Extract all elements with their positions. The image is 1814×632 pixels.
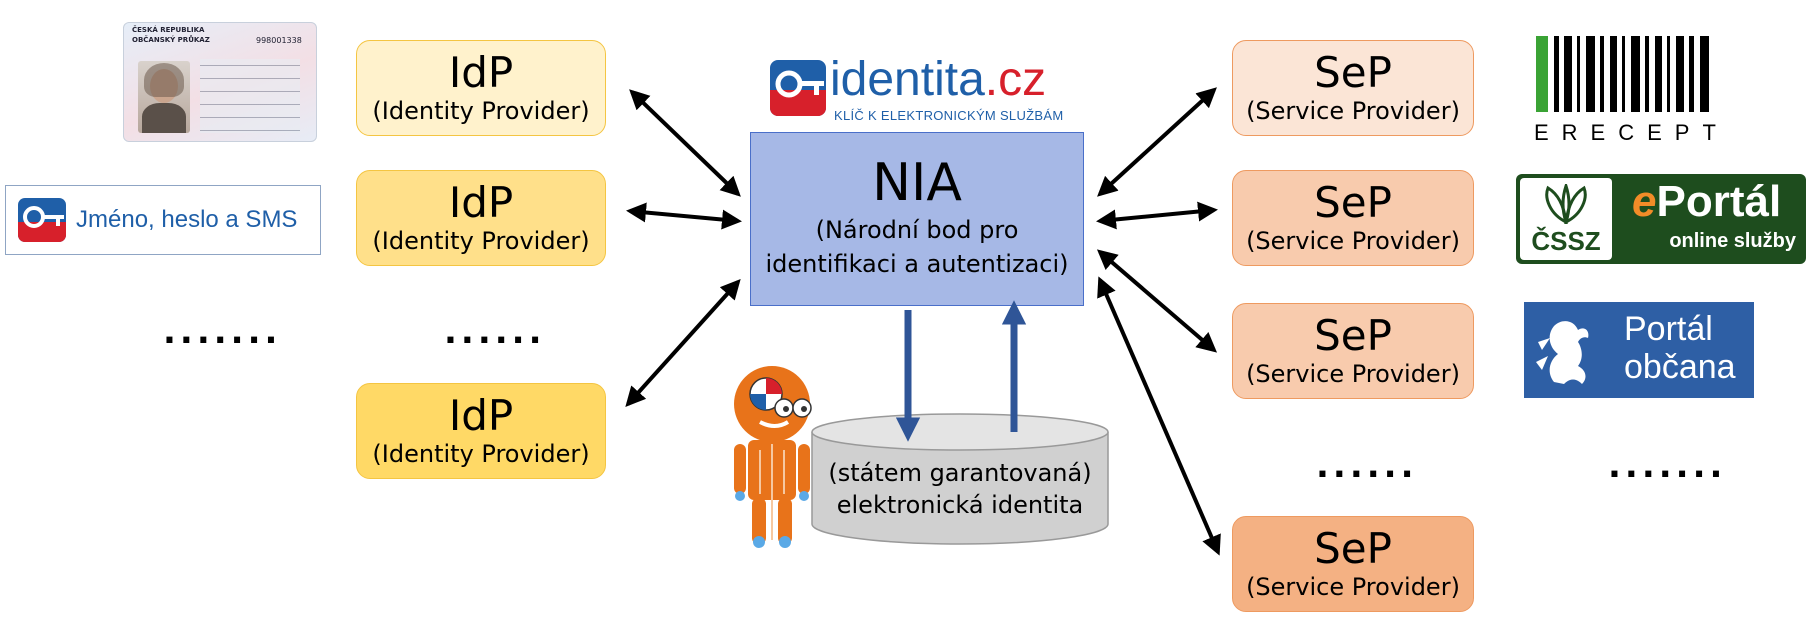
id-card-country: ČESKÁ REPUBLIKA	[132, 26, 205, 34]
idp-title: IdP	[448, 48, 514, 97]
idp1-nia-arrow	[629, 89, 741, 197]
sep-box: SeP (Service Provider)	[1232, 516, 1474, 612]
cssz-label: ČSSZ	[1531, 226, 1601, 256]
idp-subtitle: (Identity Provider)	[372, 440, 590, 468]
erecept-text: ERECEPT	[1534, 120, 1729, 145]
barcode-icon	[1536, 36, 1709, 112]
nia-sep1-arrow	[1097, 87, 1217, 197]
erecept-logo: ERECEPT	[1534, 36, 1724, 146]
eidentita-logo-mark	[770, 60, 826, 116]
eidentita-brand: identita	[830, 53, 985, 106]
idp-ellipsis: ......	[444, 312, 546, 352]
sep-subtitle: (Service Provider)	[1246, 573, 1460, 601]
egon-mascot-icon	[734, 366, 812, 548]
eportal-brand: Portál	[1656, 177, 1782, 226]
idp2-nia-arrow	[626, 202, 742, 230]
id-card-number: 998001338	[256, 36, 302, 45]
sep-subtitle: (Service Provider)	[1246, 360, 1460, 388]
sms-login-badge: Jméno, heslo a SMS	[5, 185, 321, 255]
sep-box: SeP (Service Provider)	[1232, 40, 1474, 136]
czech-lion-icon	[1536, 321, 1589, 384]
nia-subtitle-line1: (Národní bod pro	[815, 216, 1019, 244]
sep-title: SeP	[1314, 48, 1392, 97]
cssz-emblem: ČSSZ	[1520, 178, 1612, 260]
idp-title: IdP	[448, 178, 514, 227]
portal-obcana-line2: občana	[1624, 348, 1736, 386]
nia-sep2-arrow	[1096, 201, 1218, 230]
nia-title: NIA	[872, 153, 962, 213]
eidentita-key-icon	[18, 198, 66, 242]
idp-title: IdP	[448, 391, 514, 440]
sep-title: SeP	[1314, 524, 1392, 573]
sep-title: SeP	[1314, 178, 1392, 227]
idp3-nia-arrow	[625, 279, 741, 407]
eportal-e: e	[1632, 177, 1657, 226]
eidentity-database	[811, 413, 1109, 545]
idp-box: IdP (Identity Provider)	[356, 40, 606, 136]
eidentita-tagline: KLÍČ K ELEKTRONICKÝM SLUŽBÁM	[834, 108, 1064, 123]
idp-box: IdP (Identity Provider)	[356, 383, 606, 479]
cssz-leaves-icon	[1545, 184, 1587, 224]
sms-login-label: Jméno, heslo a SMS	[76, 206, 298, 233]
idp-subtitle: (Identity Provider)	[372, 227, 590, 255]
portal-obcana-logo: Portál občana	[1524, 302, 1754, 398]
nia-subtitle-line2: identifikaci a autentizaci)	[765, 250, 1069, 278]
database-label-line2: elektronická identita	[836, 491, 1084, 519]
eidentita-logo: identita.cz KLÍČ K ELEKTRONICKÝM SLUŽBÁM	[770, 53, 1070, 128]
idp-box: IdP (Identity Provider)	[356, 170, 606, 266]
eportal-tagline: online služby	[1669, 230, 1796, 252]
id-card-image: ČESKÁ REPUBLIKA OBČANSKÝ PRŮKAZ 99800133…	[123, 22, 317, 142]
id-card-fields	[200, 59, 300, 133]
nia-sep4-arrow	[1097, 276, 1221, 556]
idp-subtitle: (Identity Provider)	[372, 97, 590, 125]
sep-box: SeP (Service Provider)	[1232, 170, 1474, 266]
sep-subtitle: (Service Provider)	[1246, 227, 1460, 255]
sep-subtitle: (Service Provider)	[1246, 97, 1460, 125]
database-label-line1: (státem garantovaná)	[828, 459, 1092, 487]
left-methods-ellipsis: .......	[163, 312, 282, 352]
id-card-photo	[138, 61, 190, 133]
id-card-type: OBČANSKÝ PRŮKAZ	[132, 36, 210, 44]
eportal-cssz-logo: ČSSZ ePortál online služby	[1516, 174, 1806, 264]
portal-obcana-line1: Portál	[1624, 310, 1713, 348]
sep-box: SeP (Service Provider)	[1232, 303, 1474, 399]
eidentita-tld: .cz	[984, 53, 1047, 106]
nia-sep3-arrow	[1096, 249, 1218, 353]
nia-box: NIA (Národní bod pro identifikaci a aute…	[750, 132, 1084, 306]
sep-ellipsis: ......	[1316, 446, 1418, 486]
sep-title: SeP	[1314, 311, 1392, 360]
right-logos-ellipsis: .......	[1608, 446, 1727, 486]
